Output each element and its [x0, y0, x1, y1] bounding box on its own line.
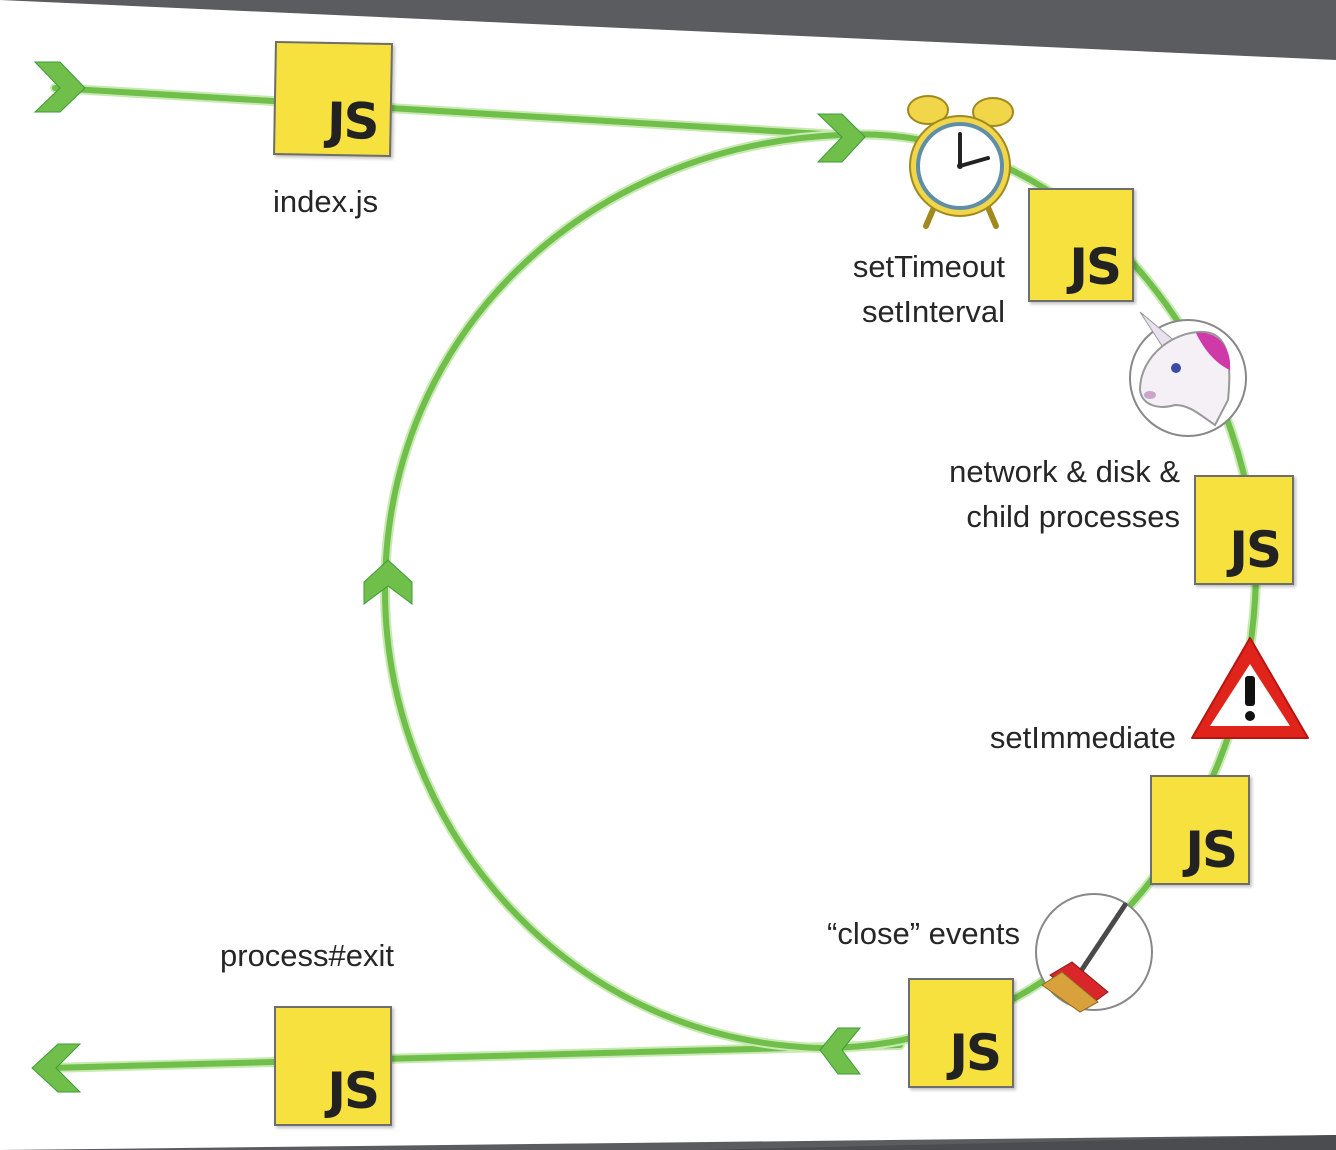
- bottom-frame-edge: [700, 1135, 1336, 1150]
- broom-icon: [1035, 893, 1153, 1013]
- unicorn-icon: [1129, 311, 1247, 437]
- timers-label-line1: setTimeout: [852, 249, 1005, 284]
- index-js-label: index.js: [273, 184, 379, 219]
- process-exit-label: process#exit: [220, 938, 395, 973]
- js-box-close: JS: [908, 978, 1014, 1088]
- timers-label-line2: setInterval: [861, 293, 1005, 329]
- loop-exit-arrow-icon: [819, 1027, 862, 1075]
- io-label-line2: child processes: [966, 498, 1180, 534]
- js-box-entry: JS: [273, 40, 393, 158]
- entry-arrow-icon: [33, 61, 86, 113]
- js-box-timers: JS: [1028, 188, 1134, 302]
- immediate-label: setImmediate: [989, 720, 1176, 755]
- close-events-label: “close” events: [827, 916, 1020, 951]
- io-label-line1: network & disk &: [949, 454, 1180, 489]
- warning-icon: [1191, 637, 1309, 739]
- exit-arrow-icon: [31, 1043, 82, 1093]
- js-box-exit: JS: [274, 1006, 392, 1126]
- io-label: network & disk & child processes: [900, 450, 1180, 540]
- loop-up-arrow-icon: [363, 559, 413, 605]
- js-box-check: JS: [1150, 775, 1250, 885]
- merge-arrow-icon: [816, 113, 866, 163]
- alarm-clock-icon: [907, 95, 1014, 229]
- js-box-io: JS: [1194, 475, 1294, 585]
- timers-label: setTimeout setInterval: [800, 245, 1005, 335]
